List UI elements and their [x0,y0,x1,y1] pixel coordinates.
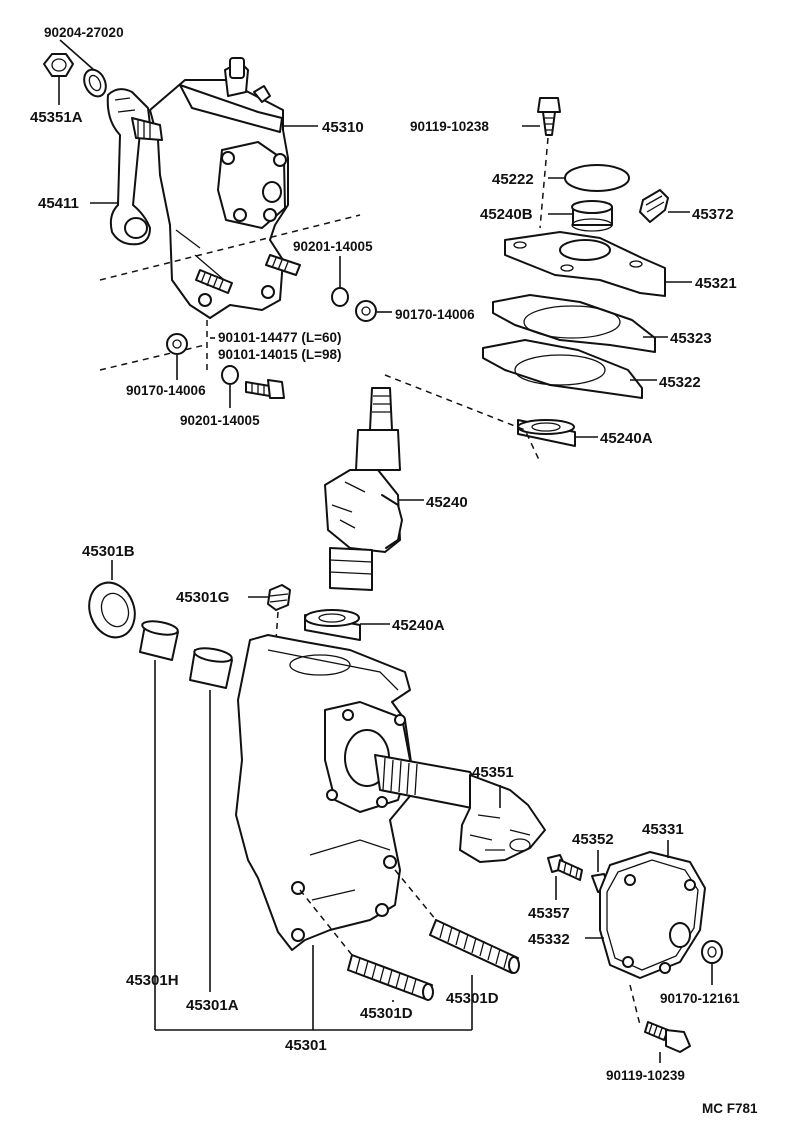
stud-bolts-upper [195,254,301,294]
dash-stud-right [394,869,437,921]
label-45357: 45357 [528,905,570,922]
plug-45301G [267,584,291,611]
label-45222: 45222 [492,171,534,188]
nut-90170-12161 [701,940,723,964]
label-45332: 45332 [528,931,570,948]
washer-90204-27020 [83,68,107,98]
label-90201-14005-b: 90201-14005 [180,413,260,428]
nut-90170-14006a [355,300,377,322]
dash-plug [275,611,279,641]
label-45240B: 45240B [480,206,533,223]
bolt-90101 [245,379,285,399]
sector-shaft-45351 [374,754,546,863]
label-45301D-right: 45301D [446,990,499,1007]
label-45351: 45351 [472,764,514,781]
stud-45301D-left [347,954,434,1001]
label-45301: 45301 [285,1037,327,1054]
housing-45310 [131,57,289,319]
dash-stud-left [299,889,353,956]
centerline-upper [99,214,361,281]
bolt-45357 [547,854,583,881]
label-45372: 45372 [692,206,734,223]
label-45301H: 45301H [126,972,179,989]
label-90101-14477: 90101-14477 (L=60) [218,330,341,345]
label-45301B: 45301B [82,543,135,560]
washer-90201-14005b [221,365,239,385]
label-90170-12161: 90170-12161 [660,991,740,1006]
label-45301A: 45301A [186,997,239,1014]
label-45240A-top: 45240A [600,430,653,447]
cap-45222 [564,164,630,192]
dash-cover-bolt [629,984,641,1026]
label-45352: 45352 [572,831,614,848]
bearing-45240A-top [517,419,576,447]
pitman-arm-45411 [106,88,151,246]
seal-45301B [88,581,136,639]
label-45322: 45322 [659,374,701,391]
dash-bolt-cover [539,137,549,229]
label-45310: 45310 [322,119,364,136]
gasket-45323 [492,294,656,353]
washer-90201-14005a [331,287,349,307]
label-90170-14006-a: 90170-14006 [395,307,475,322]
dash-shaft-bearing [384,374,541,463]
worm-shaft-45240 [324,387,403,591]
label-90201-14005-a: 90201-14005 [293,239,373,254]
nut-45351A [43,53,74,77]
label-45351A: 45351A [30,109,83,126]
centerline-lower [99,344,206,371]
bushing-45301H [139,620,179,661]
label-45240A-mid: 45240A [392,617,445,634]
label-90119-10239: 90119-10239 [606,1068,685,1083]
bolt-90119-10239 [644,1021,691,1053]
gasket-45322 [482,339,643,399]
label-90119-10238: 90119-10238 [410,119,489,134]
gear-housing-45301 [235,634,416,951]
plug-45372 [639,189,669,223]
cover-45321 [504,231,666,297]
bolt-90119-10238 [537,97,561,136]
label-90170-14006-b: 90170-14006 [126,383,206,398]
label-45240: 45240 [426,494,468,511]
label-90204-27020: 90204-27020 [44,25,124,40]
leader-90204 [59,39,95,71]
bearing-45240A-mid [304,609,361,641]
label-45301D-left: 45301D [360,1005,413,1022]
nut-90170-14006b [166,333,188,355]
label-45411: 45411 [38,195,79,212]
label-45323: 45323 [670,330,712,347]
diagram-id: MC F781 [702,1101,758,1116]
bushing-45301A [189,647,233,689]
label-45331: 45331 [642,821,684,838]
side-cover-45331 [599,851,706,979]
label-90101-14015: 90101-14015 (L=98) [218,347,341,362]
label-45321: 45321 [695,275,737,292]
stud-45301D-right [429,919,520,974]
bushing-45240B [571,200,613,232]
label-45301G: 45301G [176,589,229,606]
